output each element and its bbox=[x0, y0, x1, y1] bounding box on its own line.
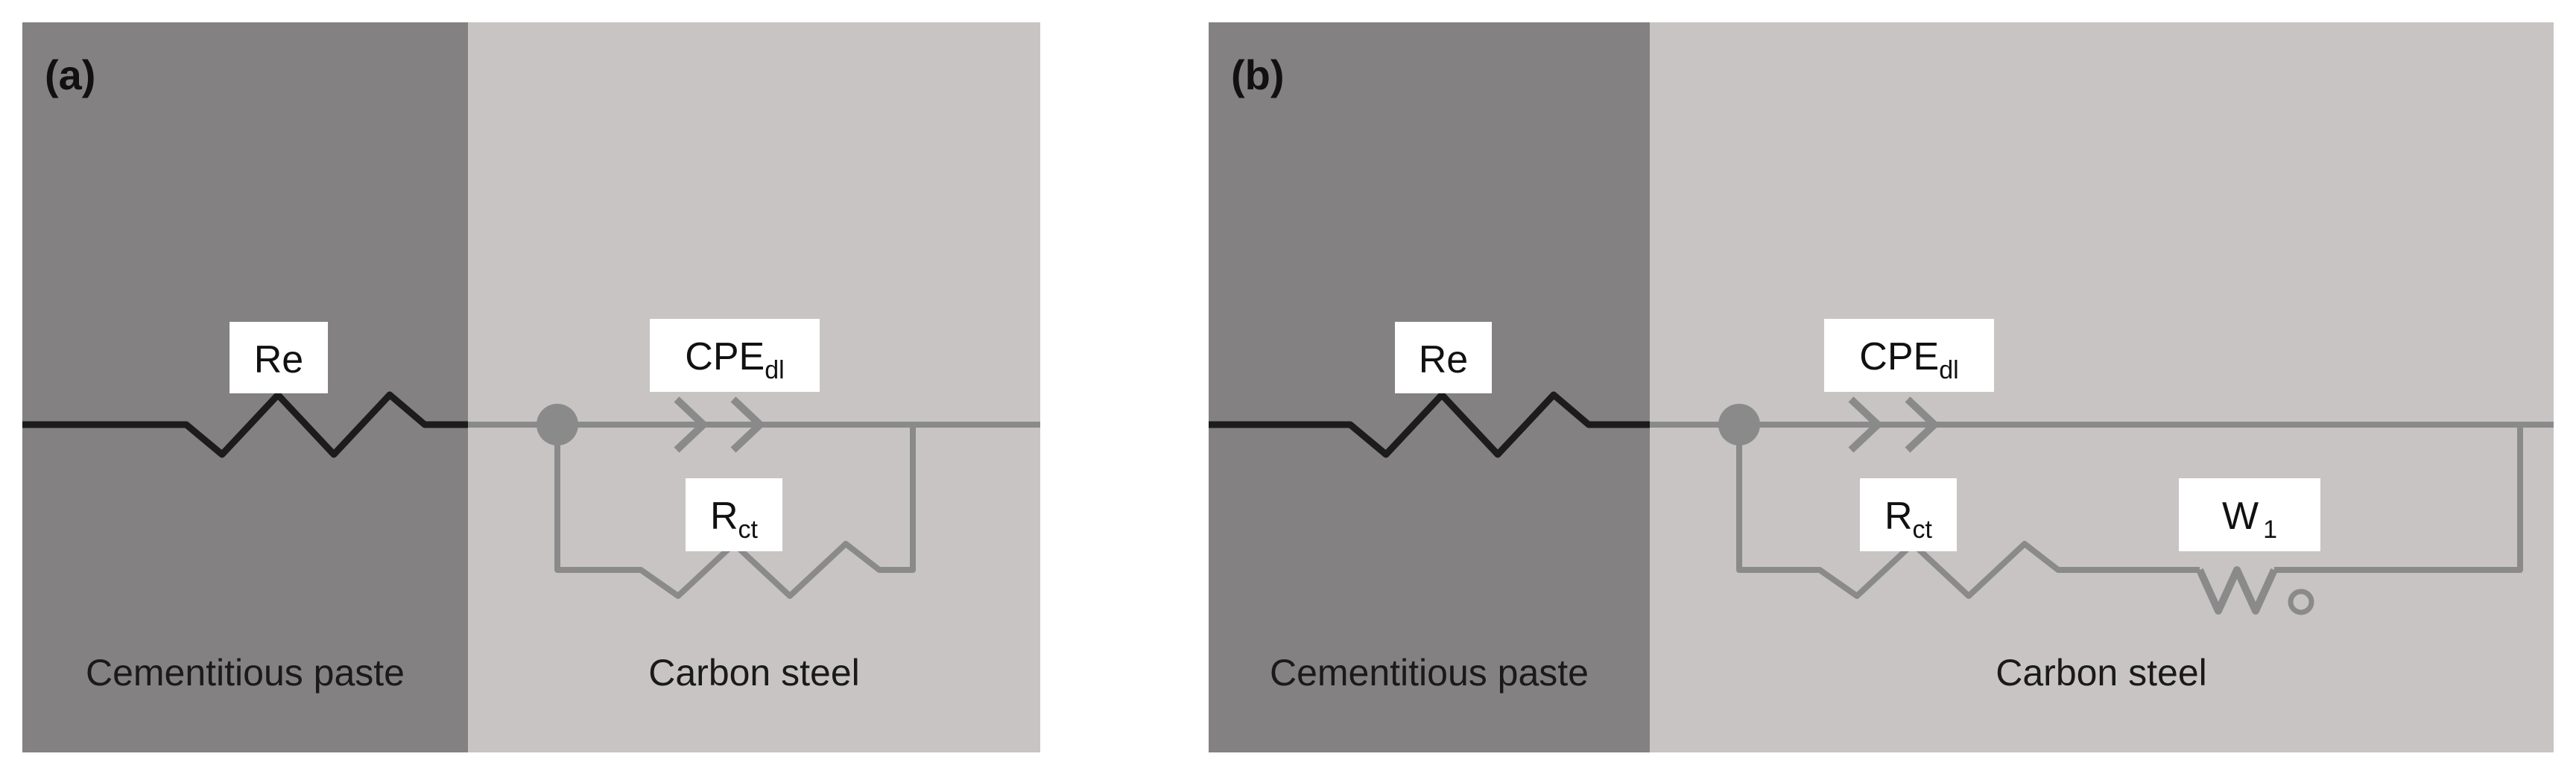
warburg-element bbox=[2196, 566, 2278, 615]
carbon-steel-region bbox=[1650, 22, 2554, 752]
rct-label: Rct bbox=[1884, 495, 1933, 544]
branch-return-wire bbox=[2274, 425, 2523, 573]
re-resistor-wire bbox=[22, 391, 468, 458]
re-label-box bbox=[230, 322, 328, 393]
cpe-label: CPEdl bbox=[685, 335, 784, 384]
warburg-open-circle bbox=[2288, 589, 2314, 615]
cpe-label: CPEdl bbox=[1859, 335, 1958, 384]
panel-letter: (a) bbox=[45, 51, 95, 98]
panel-a: (a) Re CPEdl Rct Cementitious paste Carb… bbox=[22, 22, 1040, 752]
cpe-element bbox=[674, 396, 766, 453]
re-label: Re bbox=[254, 338, 303, 381]
cpe-element bbox=[1848, 396, 1940, 453]
left-region-label: Cementitious paste bbox=[1270, 652, 1589, 694]
re-resistor-wire bbox=[1209, 391, 1650, 458]
rct-resistor-branch bbox=[554, 425, 916, 599]
re-label-box bbox=[1395, 322, 1492, 393]
cpe-label-box bbox=[1824, 319, 1994, 392]
rct-label-box bbox=[686, 478, 782, 551]
rct-label: Rct bbox=[710, 495, 759, 544]
right-region-label: Carbon steel bbox=[1996, 652, 2207, 694]
right-region-label: Carbon steel bbox=[648, 652, 860, 694]
re-label: Re bbox=[1419, 338, 1468, 381]
left-region-label: Cementitious paste bbox=[86, 652, 405, 694]
cpe-label-box bbox=[650, 319, 820, 392]
rct-label-box bbox=[1860, 478, 1957, 551]
circuit-diagram-a: (a) Re CPEdl Rct Cementitious paste Carb… bbox=[22, 22, 1040, 752]
w-label-box bbox=[2179, 478, 2320, 551]
panel-letter: (b) bbox=[1231, 51, 1285, 98]
